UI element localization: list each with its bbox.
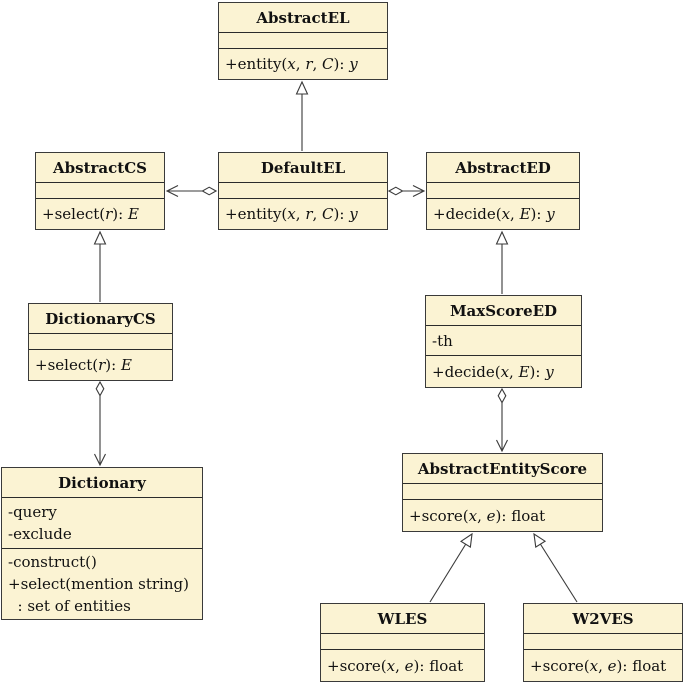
class-methods-dictionary: -construct() +select(mention string) : se… [2,549,202,619]
class-box-maxscoreed: MaxScoreED -th +decide(x, E): y [425,295,582,388]
edge-generalization-w2ves-abstractentityscore [533,532,578,603]
class-name-defaultel: DefaultEL [219,153,387,183]
class-name-wles: WLES [321,604,484,634]
uml-member-line: +score(x, e): float [409,506,546,525]
class-attributes-abstractentityscore [403,484,602,500]
class-name-abstractcs: AbstractCS [36,153,164,183]
uml-member-line: -construct() [8,553,97,571]
class-attributes-maxscoreed: -th [426,326,581,356]
uml-member-line: +score(x, e): float [530,656,667,675]
class-box-dictionary: Dictionary -query -exclude -construct() +s… [1,467,203,620]
class-methods-defaultel: +entity(x, r, C): y [219,199,387,229]
class-attributes-dictionarycs [29,334,172,350]
class-attributes-wles [321,634,484,650]
class-attributes-abstractcs [36,183,164,199]
class-name-maxscoreed: MaxScoreED [426,296,581,326]
class-methods-wles: +score(x, e): float [321,650,484,681]
uml-member-line: : set of entities [8,597,131,615]
edge-generalization-wles-abstractentityscore [429,532,473,603]
uml-member-line: +entity(x, r, C): y [225,205,358,223]
uml-member-line: +decide(x, E): y [433,205,555,223]
uml-member-line: +select(mention string) [8,575,189,593]
class-name-abstractel: AbstractEL [219,3,387,33]
class-name-abstracted: AbstractED [427,153,579,183]
class-box-defaultel: DefaultEL +entity(x, r, C): y [218,152,388,230]
class-box-abstractel: AbstractEL +entity(x, r, C): y [218,2,388,80]
class-name-w2ves: W2VES [524,604,682,634]
uml-member-line: +score(x, e): float [327,656,464,675]
class-box-abstractcs: AbstractCS +select(r): E [35,152,165,230]
class-name-abstractentityscore: AbstractEntityScore [403,454,602,484]
class-methods-abstractcs: +select(r): E [36,199,164,229]
uml-member-line: -exclude [8,525,72,543]
class-box-wles: WLES +score(x, e): float [320,603,485,682]
class-methods-abstractentityscore: +score(x, e): float [403,500,602,531]
class-methods-abstractel: +entity(x, r, C): y [219,49,387,79]
class-attributes-dictionary: -query -exclude [2,498,202,549]
class-name-dictionarycs: DictionaryCS [29,304,172,334]
class-attributes-defaultel [219,183,387,199]
class-attributes-abstracted [427,183,579,199]
class-name-dictionary: Dictionary [2,468,202,498]
class-methods-abstracted: +decide(x, E): y [427,199,579,229]
class-attributes-w2ves [524,634,682,650]
class-box-dictionarycs: DictionaryCS +select(r): E [28,303,173,381]
class-box-w2ves: W2VES +score(x, e): float [523,603,683,682]
uml-member-line: -th [432,331,453,350]
uml-member-line: -query [8,503,57,521]
class-box-abstracted: AbstractED +decide(x, E): y [426,152,580,230]
uml-member-line: +decide(x, E): y [432,362,554,381]
uml-member-line: +select(r): E [42,205,139,223]
class-methods-maxscoreed: +decide(x, E): y [426,356,581,387]
uml-member-line: +entity(x, r, C): y [225,55,358,73]
class-attributes-abstractel [219,33,387,49]
class-methods-w2ves: +score(x, e): float [524,650,682,681]
class-box-abstractentityscore: AbstractEntityScore +score(x, e): float [402,453,603,532]
class-methods-dictionarycs: +select(r): E [29,350,172,380]
uml-member-line: +select(r): E [35,356,132,374]
